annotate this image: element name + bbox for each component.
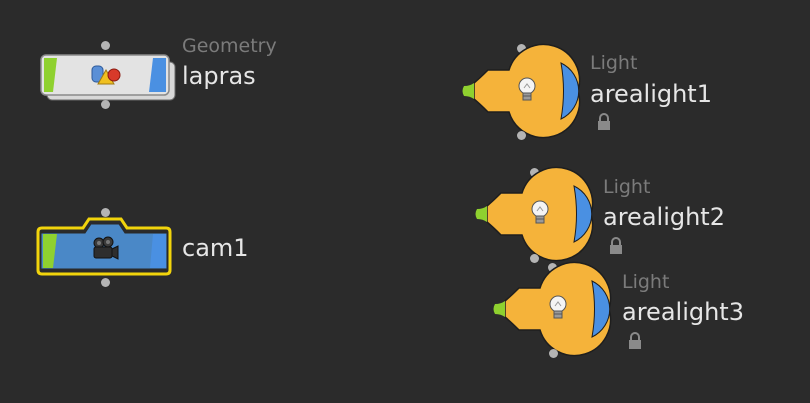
camera-icon [90,236,120,262]
node-name-label[interactable]: arealight2 [603,203,725,231]
input-connector[interactable] [517,44,526,53]
node-type-label: Light [622,271,670,293]
node-arealight2[interactable]: Light arealight2 [0,0,725,263]
light-node-body[interactable] [0,0,612,357]
node-name-label[interactable]: arealight3 [622,298,744,326]
input-connector[interactable] [530,168,539,177]
node-name-label[interactable]: arealight1 [590,80,712,108]
node-arealight1[interactable]: Light arealight1 [0,0,712,140]
geometry-shapes-icon [90,62,122,88]
lightbulb-icon [516,76,538,106]
lightbulb-icon [547,294,569,324]
node-name-label[interactable]: cam1 [182,234,249,262]
lock-icon[interactable] [626,331,646,351]
lock-icon[interactable] [607,236,627,256]
node-cam1[interactable]: cam1 [0,0,249,287]
node-type-label: Light [603,176,651,198]
node-type-label: Light [590,52,638,74]
input-connector[interactable] [101,41,110,50]
output-connector[interactable] [101,278,110,287]
node-lapras[interactable]: Geometry lapras [0,0,277,109]
node-arealight3[interactable]: Light arealight3 [0,0,744,358]
node-name-label[interactable]: lapras [182,62,256,90]
lock-icon[interactable] [595,112,615,132]
lightbulb-icon [529,199,551,229]
output-connector[interactable] [549,349,558,358]
input-connector[interactable] [548,263,557,272]
output-connector[interactable] [530,254,539,263]
output-connector[interactable] [517,131,526,140]
output-connector[interactable] [101,100,110,109]
node-type-label: Geometry [182,35,277,57]
input-connector[interactable] [101,208,110,217]
